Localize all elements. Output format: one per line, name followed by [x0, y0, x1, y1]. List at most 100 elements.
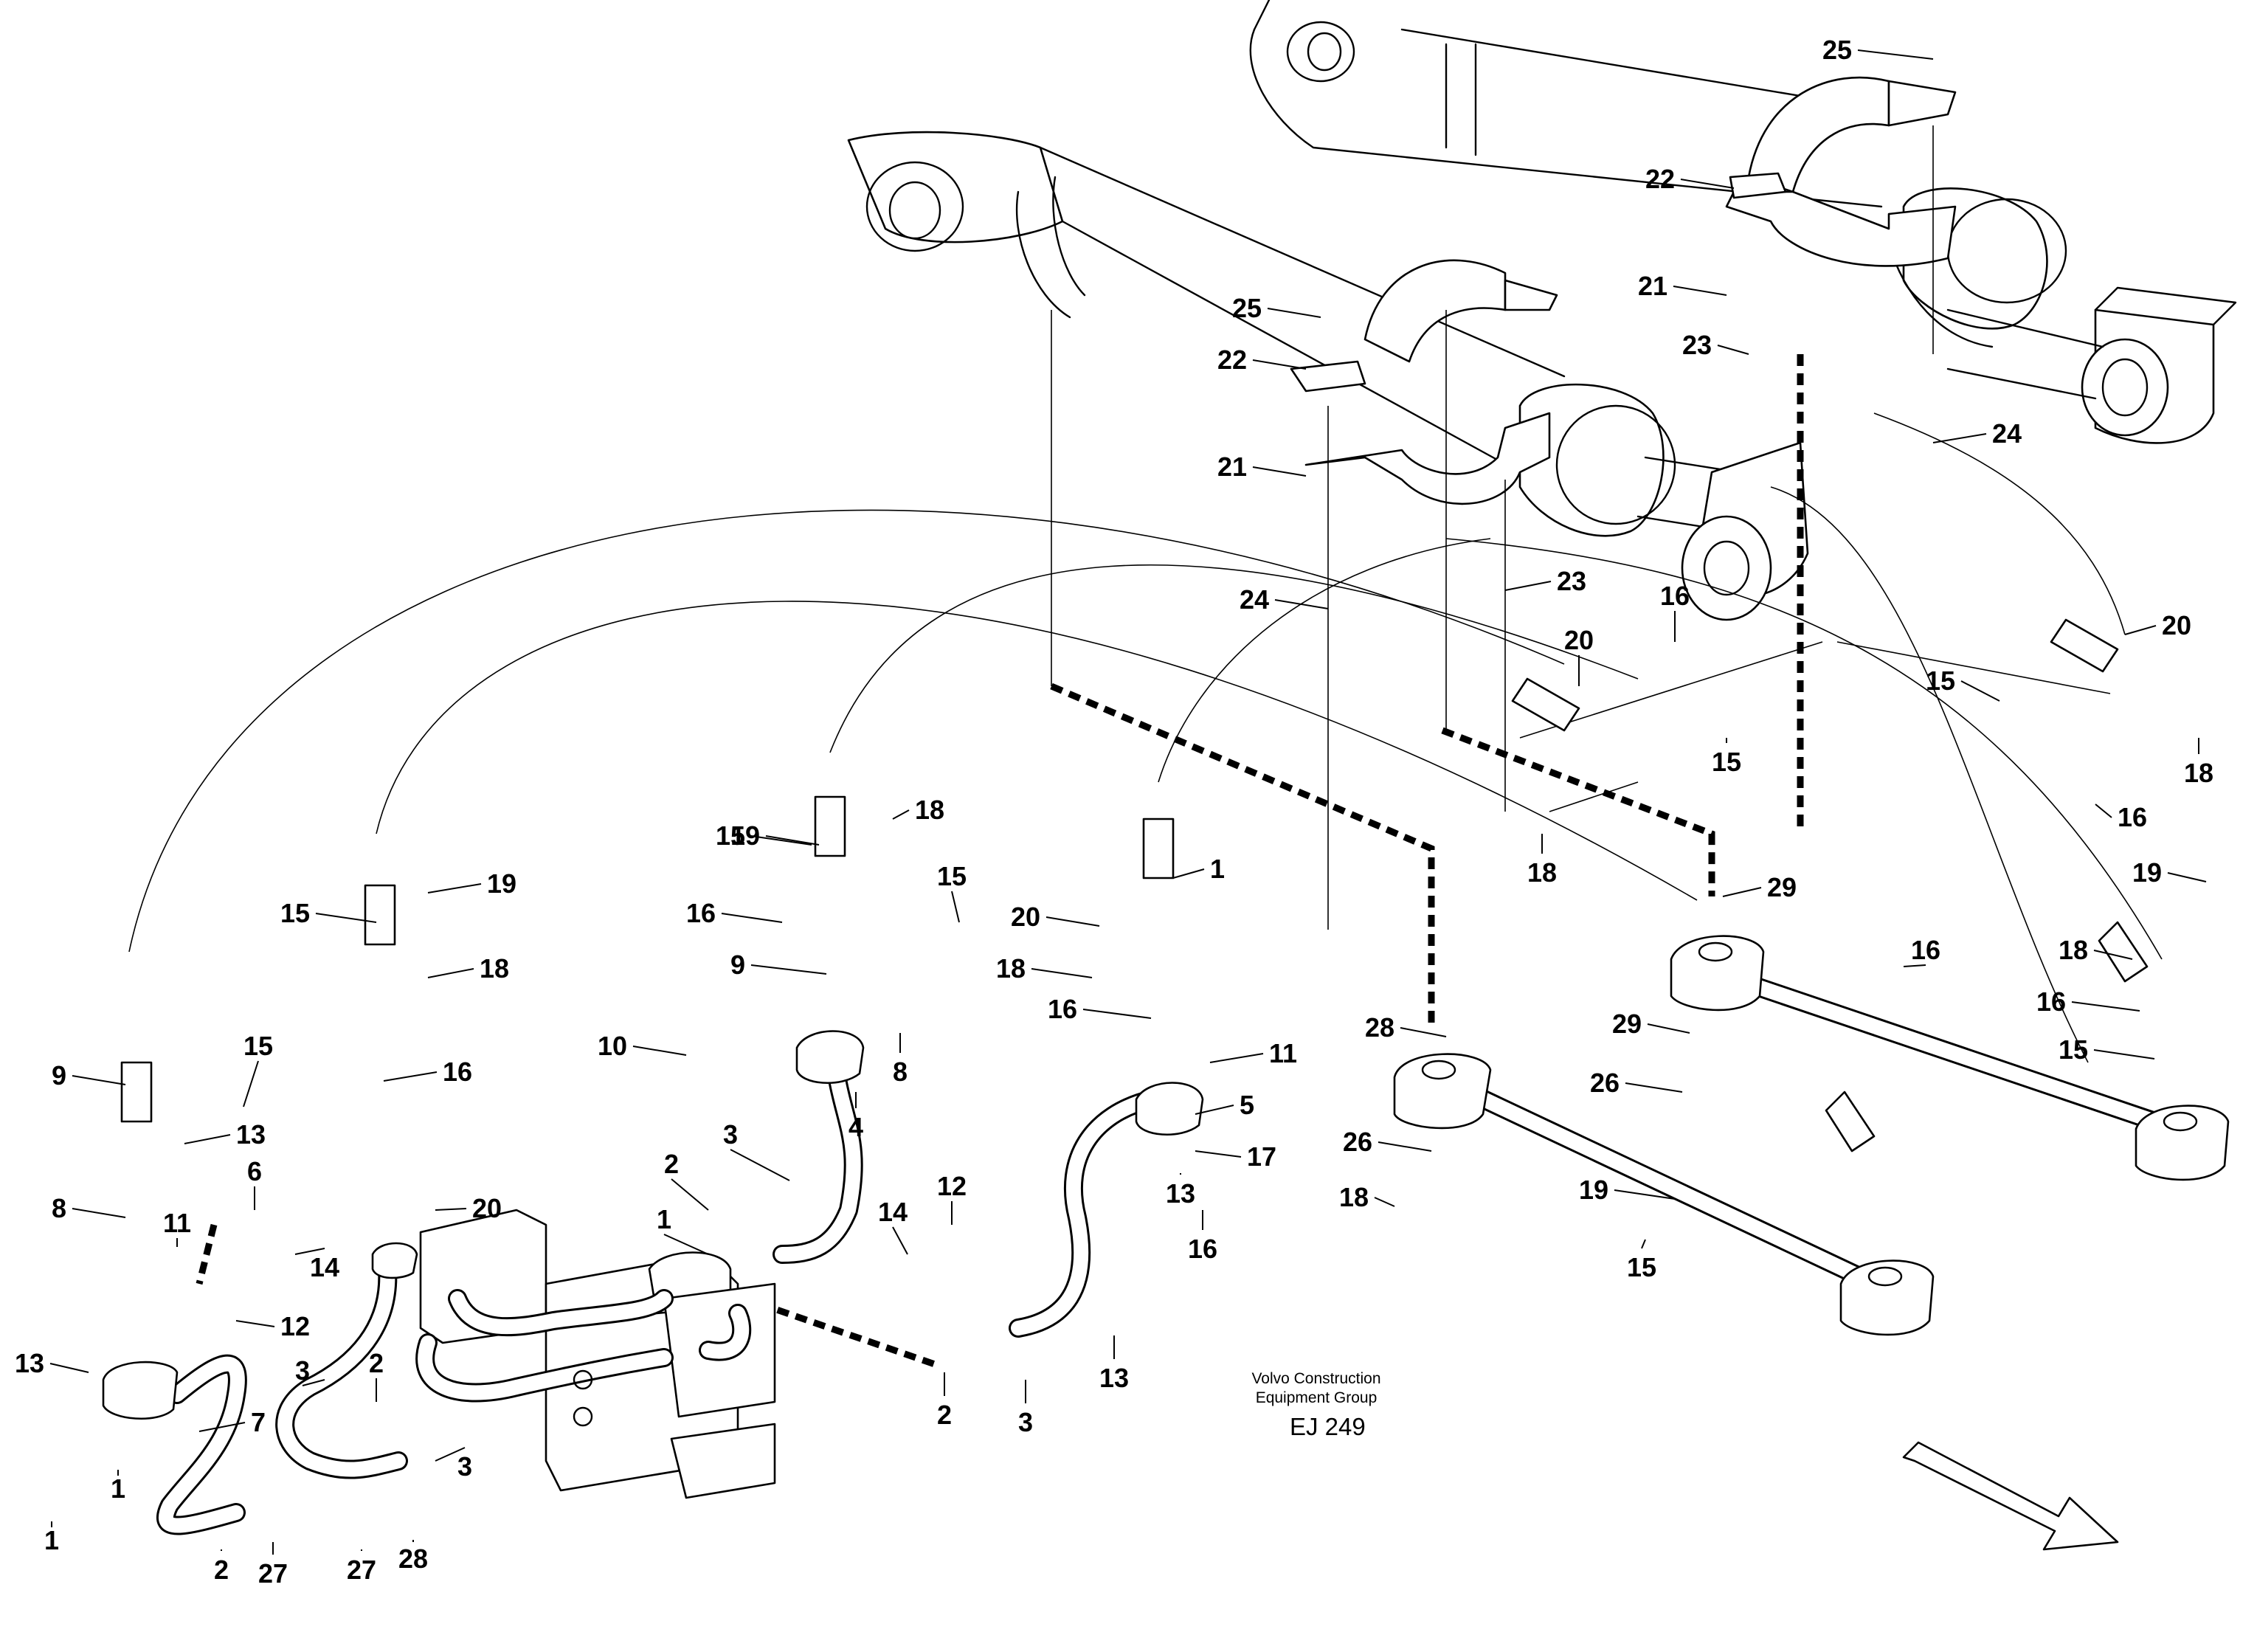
callout-leader-14	[892, 1226, 908, 1255]
callout-1: 1	[657, 1204, 671, 1234]
callout-23: 23	[1682, 330, 1712, 360]
callout-25: 25	[1232, 293, 1262, 323]
callout-19: 19	[730, 820, 760, 851]
callout-1: 1	[44, 1525, 59, 1555]
callout-3: 3	[723, 1119, 738, 1150]
callout-leader-16	[383, 1071, 438, 1082]
callout-29: 29	[1612, 1009, 1642, 1039]
callout-leader-9	[72, 1075, 126, 1085]
callout-leader-24	[1932, 433, 1987, 443]
callout-27: 27	[258, 1558, 288, 1589]
callout-leader-18	[1374, 1197, 1395, 1207]
callout-leader-18	[2093, 950, 2133, 960]
callout-leader-16	[721, 913, 783, 923]
callout-15: 15	[1627, 1252, 1656, 1282]
callout-20: 20	[472, 1193, 502, 1223]
callout-leader-19	[765, 835, 820, 846]
callout-15: 15	[243, 1031, 273, 1061]
callout-8: 8	[893, 1057, 908, 1087]
callout-22: 22	[1217, 345, 1247, 375]
callout-2: 2	[214, 1555, 229, 1585]
callout-25: 25	[1822, 35, 1852, 65]
callout-leader-15	[2093, 1049, 2155, 1060]
callout-6: 6	[247, 1156, 262, 1186]
callout-leader-13	[49, 1363, 89, 1373]
callout-leader-16	[2071, 1001, 2140, 1012]
callout-leader-15	[1960, 680, 2000, 702]
callout-2: 2	[937, 1400, 952, 1430]
callout-leader-15	[1641, 1239, 1646, 1249]
callout-leader-18	[427, 968, 474, 978]
brand-line-1: Volvo Construction	[1251, 1370, 1380, 1387]
callout-leader-13	[184, 1134, 231, 1144]
callout-18: 18	[915, 795, 944, 825]
callout-leader-17	[1195, 1150, 1242, 1158]
callout-16: 16	[1048, 994, 1077, 1024]
callout-leader-22	[1680, 179, 1735, 189]
callout-28: 28	[1365, 1012, 1394, 1043]
callout-leader-20	[1045, 916, 1100, 927]
callout-19: 19	[1579, 1175, 1608, 1205]
callout-leader-10	[632, 1046, 687, 1056]
callout-leader-16	[2095, 803, 2112, 818]
callout-leader-20	[2124, 625, 2157, 635]
callout-leader-3	[435, 1447, 466, 1462]
callout-leader-19	[427, 883, 482, 894]
callout-26: 26	[1590, 1068, 1620, 1098]
callout-9: 9	[52, 1060, 66, 1091]
callout-leader-14	[294, 1248, 325, 1255]
callout-leader-9	[750, 964, 827, 975]
valve-block	[415, 1209, 776, 1499]
callout-24: 24	[1992, 418, 2022, 449]
callout-18: 18	[2184, 758, 2213, 788]
callout-leader-18	[892, 809, 910, 820]
callout-leader-16	[1903, 964, 1926, 967]
callout-20: 20	[2162, 610, 2191, 640]
callout-leader-23	[1504, 581, 1552, 591]
callout-28: 28	[398, 1544, 428, 1574]
callout-14: 14	[310, 1252, 339, 1282]
callout-21: 21	[1638, 271, 1667, 301]
callout-15: 15	[1926, 666, 1955, 696]
callout-leader-2	[671, 1178, 709, 1211]
callout-leader-15	[243, 1060, 259, 1107]
upper-clamp-front	[1290, 259, 1558, 505]
upper-clamp-rear	[1725, 76, 1957, 267]
callout-leader-29	[1722, 887, 1762, 897]
leader-lines	[49, 49, 2207, 1555]
callout-leader-23	[1717, 345, 1749, 355]
callout-leader-26	[1378, 1141, 1432, 1152]
callout-16: 16	[1911, 935, 1940, 965]
callout-3: 3	[1018, 1407, 1033, 1437]
callout-1: 1	[1210, 854, 1225, 884]
rear-cylinder	[1249, 0, 2237, 444]
callout-15: 15	[937, 861, 967, 891]
callout-leader-5	[1195, 1105, 1234, 1115]
callout-1: 1	[111, 1473, 125, 1504]
callout-29: 29	[1767, 872, 1797, 902]
callout-27: 27	[347, 1555, 376, 1585]
callout-13: 13	[15, 1348, 44, 1378]
callout-16: 16	[443, 1057, 472, 1087]
callout-leader-21	[1673, 286, 1727, 296]
callout-26: 26	[1343, 1127, 1372, 1157]
callout-20: 20	[1564, 625, 1594, 655]
callout-leader-1	[1172, 868, 1205, 879]
callout-leader-19	[2167, 872, 2207, 882]
callout-leader-18	[1031, 968, 1093, 978]
callout-14: 14	[878, 1197, 908, 1227]
callout-leader-8	[72, 1208, 126, 1218]
callout-3: 3	[457, 1451, 472, 1482]
callout-15: 15	[1712, 747, 1741, 777]
callout-leader-24	[1274, 599, 1329, 609]
callout-leader-3	[730, 1149, 790, 1181]
callout-leader-25	[1857, 49, 1934, 60]
callout-leader-15	[750, 835, 812, 846]
long-hoses	[128, 412, 2163, 1063]
callout-15: 15	[280, 898, 310, 928]
callout-19: 19	[487, 868, 516, 899]
callout-leader-12	[235, 1320, 275, 1327]
callout-8: 8	[52, 1193, 66, 1223]
